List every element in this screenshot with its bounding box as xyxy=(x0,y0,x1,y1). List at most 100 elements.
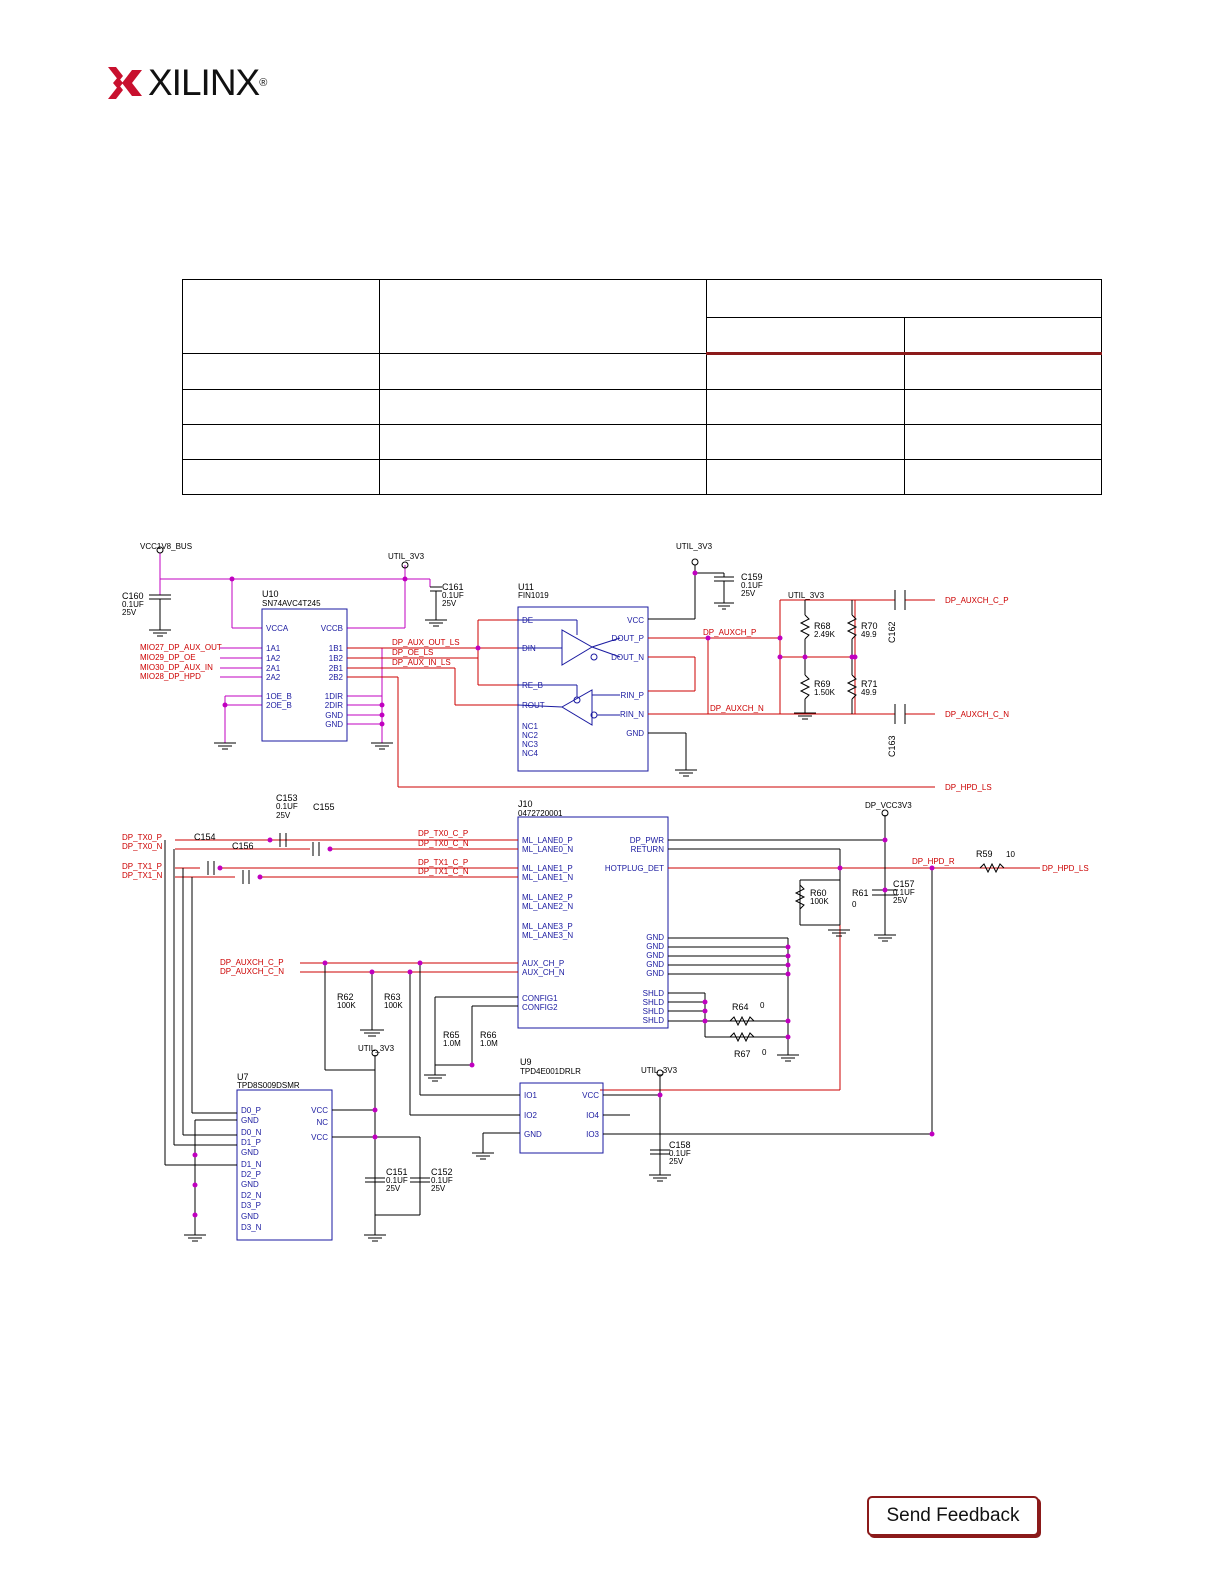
net-label: UTIL_3V3 xyxy=(388,552,425,561)
pin-label: RETURN xyxy=(631,845,665,854)
component-value: 0.1UF xyxy=(276,802,298,811)
net-label: UTIL_3V3 xyxy=(676,542,713,551)
table-header-cell xyxy=(379,279,707,354)
component-ref: C159 xyxy=(741,572,763,582)
net-label: DP_AUXCH_C_P xyxy=(945,596,1009,605)
net-label: UTIL_3V3 xyxy=(641,1066,678,1075)
component-ref: C154 xyxy=(194,832,216,842)
pin-label: HOTPLUG_DET xyxy=(605,864,664,873)
component-value: 0.1UF xyxy=(893,888,915,897)
pin-label: GND xyxy=(241,1116,259,1125)
net-label: DP_OE_LS xyxy=(392,648,433,657)
component-value: 25V xyxy=(893,896,908,905)
net-label: DP_AUXCH_C_P xyxy=(220,958,284,967)
component-ref: C153 xyxy=(276,793,298,803)
pin-label: ML_LANE2_P xyxy=(522,893,573,902)
pin-label: GND xyxy=(325,720,343,729)
pin-label: IO4 xyxy=(586,1111,599,1120)
pin-label: 2A2 xyxy=(266,673,281,682)
pin-label: IO1 xyxy=(524,1091,537,1100)
component-ref: R59 xyxy=(976,849,993,859)
pin-label: VCC xyxy=(311,1133,328,1142)
net-label: UTIL_3V3 xyxy=(358,1044,395,1053)
pin-label: GND xyxy=(646,951,664,960)
pin-label: GND xyxy=(241,1212,259,1221)
displayport-schematic: MIO27_DP_AUX_OUT MIO29_DP_OE MIO30_DP_AU… xyxy=(122,542,1089,1242)
component-value: 49.9 xyxy=(861,630,877,639)
component-ref: R61 xyxy=(852,888,869,898)
pin-label: RIN_P xyxy=(620,691,644,700)
component-ref: C163 xyxy=(887,735,897,757)
net-label: DP_AUXCH_P xyxy=(703,628,756,637)
component-ref: R67 xyxy=(734,1049,751,1059)
pin-label: 2B2 xyxy=(329,673,344,682)
pin-label: GND xyxy=(241,1148,259,1157)
pin-label: ML_LANE1_N xyxy=(522,873,573,882)
pin-label: D2_N xyxy=(241,1191,262,1200)
pin-label: SHLD xyxy=(643,1007,665,1016)
part-value: TPD4E001DRLR xyxy=(520,1067,581,1076)
pin-label: VCCA xyxy=(266,624,289,633)
pin-label: 1B1 xyxy=(329,644,344,653)
pin-label: D1_P xyxy=(241,1138,261,1147)
table-header-cell xyxy=(904,317,1102,355)
pin-label: GND xyxy=(241,1180,259,1189)
pin-label: ML_LANE3_P xyxy=(522,922,573,931)
pin-label: SHLD xyxy=(643,989,665,998)
component-value: 100K xyxy=(337,1001,356,1010)
pin-label: 2B1 xyxy=(329,664,344,673)
pin-label: GND xyxy=(646,942,664,951)
pin-label: DIN xyxy=(522,644,536,653)
net-label: DP_TX0_C_N xyxy=(418,839,469,848)
pin-label: VCC xyxy=(627,616,644,625)
component-value: 0.1UF xyxy=(122,600,144,609)
component-value: 0.1UF xyxy=(442,591,464,600)
component-ref: R65 xyxy=(443,1030,460,1040)
pin-label: 1OE_B xyxy=(266,692,292,701)
component-ref: C151 xyxy=(386,1167,408,1177)
component-value: 1.0M xyxy=(443,1039,461,1048)
part-value: FIN1019 xyxy=(518,591,549,600)
component-value: 25V xyxy=(276,811,291,820)
pin-label: VCCB xyxy=(321,624,343,633)
send-feedback-label: Send Feedback xyxy=(886,1505,1020,1526)
pin-label: SHLD xyxy=(643,1016,665,1025)
send-feedback-button[interactable]: Send Feedback xyxy=(867,1496,1039,1536)
component-value: 25V xyxy=(741,589,756,598)
pin-label: NC1 xyxy=(522,722,539,731)
pin-label: IO3 xyxy=(586,1130,599,1139)
pin-label: RE_B xyxy=(522,681,543,690)
pin-label: CONFIG1 xyxy=(522,994,558,1003)
net-label: DP_AUXCH_C_N xyxy=(220,967,284,976)
pin-label: AUX_CH_P xyxy=(522,959,564,968)
component-value: 0.1UF xyxy=(669,1149,691,1158)
pin-label: ROUT xyxy=(522,701,545,710)
registered-mark: ® xyxy=(259,77,267,89)
net-label: DP_TX0_N xyxy=(122,842,163,851)
component-value: 0.1UF xyxy=(386,1176,408,1185)
net-label: DP_TX1_N xyxy=(122,871,163,880)
component-ref: C162 xyxy=(887,621,897,643)
pin-label: 1B2 xyxy=(329,654,344,663)
net-label: DP_HPD_R xyxy=(912,857,955,866)
pin-label: ML_LANE1_P xyxy=(522,864,573,873)
pin-label: AUX_CH_N xyxy=(522,968,565,977)
pin-label: NC3 xyxy=(522,740,539,749)
table-row xyxy=(182,389,1102,425)
pin-label: CONFIG2 xyxy=(522,1003,558,1012)
part-ref: J10 xyxy=(518,799,533,809)
component-value: 25V xyxy=(431,1184,446,1193)
part-value: TPD8S009DSMR xyxy=(237,1081,300,1090)
part-ref: U10 xyxy=(262,589,279,599)
pin-label: VCC xyxy=(311,1106,328,1115)
pin-label: VCC xyxy=(582,1091,599,1100)
pin-label: DOUT_N xyxy=(611,653,644,662)
pin-label: GND xyxy=(325,711,343,720)
net-label: DP_AUXCH_C_N xyxy=(945,710,1009,719)
net-label: MIO30_DP_AUX_IN xyxy=(140,663,213,672)
part-value: SN74AVC4T245 xyxy=(262,599,321,608)
component-ref: C161 xyxy=(442,582,464,592)
net-label: UTIL_3V3 xyxy=(788,591,825,600)
pin-label: RIN_N xyxy=(620,710,644,719)
component-ref: R66 xyxy=(480,1030,497,1040)
